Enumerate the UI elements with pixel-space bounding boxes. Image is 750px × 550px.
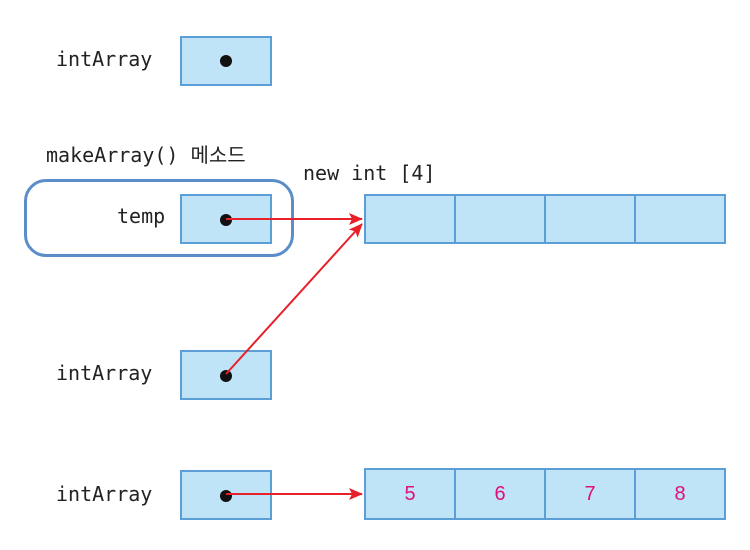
- temp-label: temp: [117, 204, 166, 228]
- value-cell-2: 7: [546, 470, 636, 518]
- method-label: makeArray() 메소드: [46, 143, 246, 167]
- new-array-label: new int [4]: [303, 161, 436, 185]
- reference-dot-3: [220, 490, 232, 502]
- value-cell-0: 5: [366, 470, 456, 518]
- new-int-array: [364, 194, 726, 244]
- intarray-label-3: intArray: [56, 482, 153, 506]
- temp-ref-box: [180, 194, 272, 244]
- reference-dot-1: [220, 55, 232, 67]
- intarray-ref-box-3: [180, 470, 272, 520]
- intarray-ref-box-2: [180, 350, 272, 400]
- value-cell-3: 8: [674, 482, 686, 505]
- result-int-array: 5 6 7 8: [364, 468, 726, 520]
- intarray-label-2: intArray: [56, 361, 153, 385]
- value-cell-1: 6: [456, 470, 546, 518]
- temp-reference-dot: [220, 214, 232, 226]
- array-cell-1: [456, 196, 546, 242]
- intarray-label-1: intArray: [56, 47, 153, 71]
- array-cell-3: [636, 196, 724, 242]
- array-cell-2: [546, 196, 636, 242]
- reference-dot-2: [220, 370, 232, 382]
- intarray-ref-box-1: [180, 36, 272, 86]
- array-cell-0: [366, 196, 456, 242]
